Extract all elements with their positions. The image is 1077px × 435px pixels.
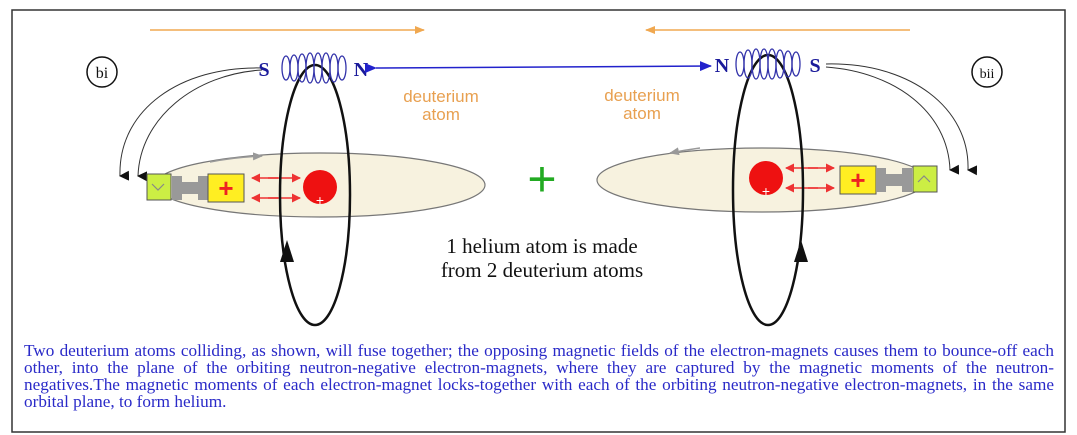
left-magnet-plus: + <box>218 173 233 203</box>
outer-frame <box>11 9 1066 433</box>
badge-bii: bii <box>971 56 1003 88</box>
left-atom-label-line1: deuterium <box>403 87 479 106</box>
n-poles-double-arrow <box>364 61 712 74</box>
badge-bi-label: bi <box>96 65 109 82</box>
right-electron-magnet: + <box>839 165 938 195</box>
helium-statement-line1: 1 helium atom is made <box>446 234 637 258</box>
right-pole-n: N <box>715 55 730 77</box>
right-atom-label-line1: deuterium <box>604 86 680 105</box>
left-electron-magnet: + <box>146 173 245 203</box>
badge-bii-label: bii <box>980 67 995 82</box>
right-loop-arrow <box>794 240 808 262</box>
helium-statement-line2: from 2 deuterium atoms <box>441 258 643 282</box>
right-coil <box>735 48 801 80</box>
left-vertical-loop <box>278 63 352 327</box>
left-field-line-inner <box>137 69 263 182</box>
left-loop-arrow <box>280 240 294 262</box>
badge-bi: bi <box>86 56 118 88</box>
center-plus-sign: + <box>527 151 556 207</box>
right-atom-label-line2: atom <box>623 104 661 123</box>
svg-text:+: + <box>762 183 770 199</box>
left-field-line-outer <box>119 67 263 181</box>
right-pole-s: S <box>809 55 820 77</box>
left-pole-n: N <box>354 59 369 81</box>
caption-paragraph: Two deuterium atoms colliding, as shown,… <box>24 341 1054 411</box>
left-atom-label-line2: atom <box>422 105 460 124</box>
right-field-line-outer <box>825 63 978 176</box>
right-vertical-loop <box>731 53 805 327</box>
right-field-line-inner <box>825 66 960 175</box>
left-coil <box>281 52 347 84</box>
left-nucleus: + <box>303 170 337 208</box>
right-magnet-plus: + <box>850 165 865 195</box>
svg-text:+: + <box>316 192 324 208</box>
left-orbit-arrow <box>209 152 263 163</box>
left-pole-s: S <box>258 59 269 81</box>
left-red-arrows <box>251 173 301 203</box>
right-orbit-arrow <box>669 147 701 156</box>
right-nucleus: + <box>749 161 783 199</box>
